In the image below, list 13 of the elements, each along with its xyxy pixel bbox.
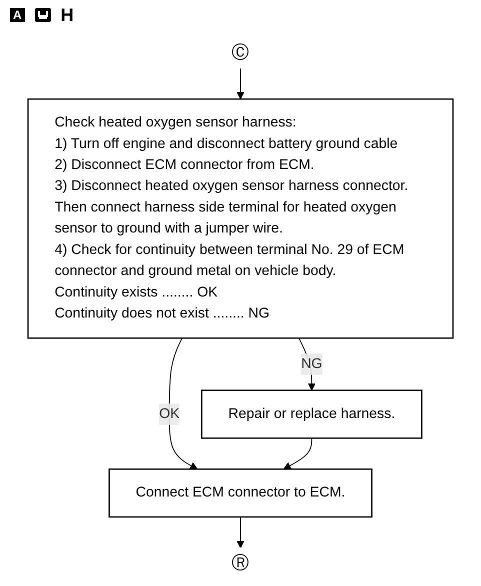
node-box: Connect ECM connector to ECM.: [108, 468, 372, 518]
section-tag: A: [10, 8, 25, 22]
arrow: [236, 68, 244, 100]
node-box: Repair or replace harness.: [201, 390, 422, 439]
edge-label: OK: [159, 406, 180, 422]
section-letter: H: [60, 4, 74, 26]
edge-label: NG: [301, 356, 322, 372]
arrow: [236, 516, 244, 548]
arrow: [168, 338, 198, 470]
arrow: [283, 438, 312, 470]
node-text: Ⓒ: [232, 42, 250, 62]
node-box: Check heated oxygen sensor harness: 1) Turn off engine and disconnect battery ground cable 2) Disconnect ECM connector from ECM. 3) Disconnect heated oxygen sensor harness connector. Then connect harness side terminal for heated oxygen sensor to ground with a jumper wire. 4) Check for continuity between terminal No. 29 of ECM connector and ground metal on vehicle body. Continuity exists ........ OK Continuity does not exist ........ NG: [27, 98, 454, 339]
node-text: Ⓡ: [232, 554, 250, 574]
